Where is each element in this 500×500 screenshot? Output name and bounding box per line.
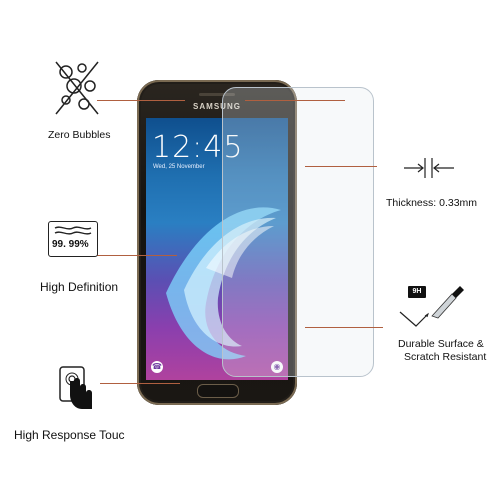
thickness-arrows-icon <box>398 156 460 180</box>
phone-screen <box>146 118 288 380</box>
wallpaper-wave <box>166 207 281 360</box>
touch-finger-icon <box>58 365 96 413</box>
leader-durable <box>305 327 383 328</box>
leader-high-response <box>100 383 180 384</box>
phone-speaker <box>199 93 235 96</box>
phone-icon: ☎ <box>151 361 163 373</box>
hd-screen-icon: 99. 99% <box>48 221 98 257</box>
zero-bubbles-label: Zero Bubbles <box>48 129 111 141</box>
durable-label-line2: Scratch Resistant <box>404 351 487 363</box>
camera-icon: ◉ <box>271 361 283 373</box>
high-response-label: High Response Touc <box>14 428 125 442</box>
hd-badge-text: 99. 99% <box>52 239 89 250</box>
leader-glass-top <box>245 100 345 101</box>
hardness-badge: 9H <box>408 286 426 298</box>
leader-high-definition <box>97 255 177 256</box>
lockscreen-clock: 12:45 <box>152 130 244 165</box>
leader-thickness <box>305 166 377 167</box>
leader-zero-bubbles <box>97 100 185 101</box>
high-definition-label: High Definition <box>40 280 119 294</box>
glass-protector <box>222 87 374 377</box>
lockscreen-date: Wed, 25 November <box>153 164 205 170</box>
knife-scratch-icon: 9H <box>398 286 464 330</box>
phone-brand: SAMSUNG <box>193 102 241 111</box>
thickness-label: Thickness: 0.33mm <box>386 197 478 209</box>
bubbles-crossed-icon <box>52 58 104 124</box>
home-button <box>197 384 239 398</box>
durable-label-line1: Durable Surface & <box>398 338 484 350</box>
